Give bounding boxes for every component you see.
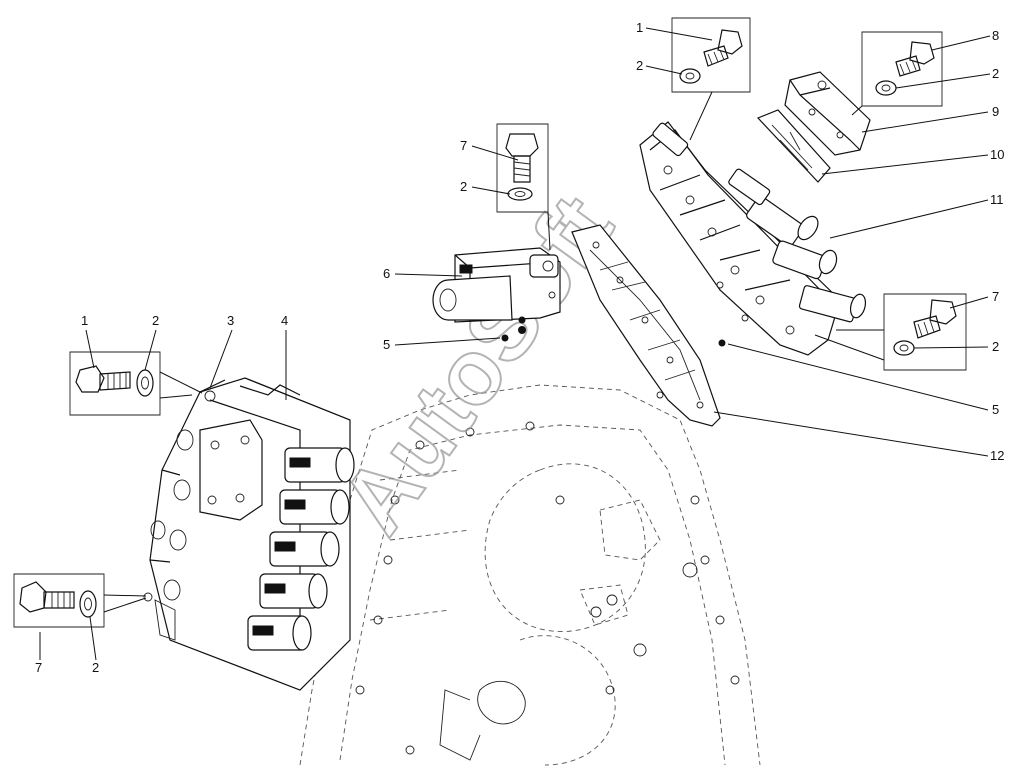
callout-label: 2: [992, 66, 999, 81]
bolt-icon: [895, 41, 935, 77]
callout-label: 1: [636, 20, 643, 35]
housing-bolt-holes: [355, 421, 740, 755]
callout-label: 8: [992, 28, 999, 43]
callout-label: 7: [992, 289, 999, 304]
separator-plate-12: [571, 224, 721, 427]
o-ring-seal-5c: [518, 316, 526, 324]
o-ring-seal-5d: [718, 339, 726, 347]
bolt-icon: [505, 133, 539, 183]
bolt-icon: [703, 29, 743, 67]
washer-icon: [875, 80, 897, 96]
callout-label: 2: [460, 179, 467, 194]
callout-label: 4: [281, 313, 288, 328]
bolt-icon: [19, 581, 75, 613]
callout-label: 2: [992, 339, 999, 354]
leader-lines: [39, 27, 991, 661]
callout-label: 7: [35, 660, 42, 675]
washer-icon: [893, 340, 915, 356]
callout-label: 5: [992, 402, 999, 417]
callout-label: 11: [990, 192, 1004, 207]
washer-icon: [507, 187, 533, 201]
callout-label: 6: [383, 266, 390, 281]
callout-label: 2: [92, 660, 99, 675]
inset-bolt-washer-top-right: [861, 31, 943, 107]
bolt-icon: [75, 365, 131, 393]
solenoid-valve-block: [143, 377, 355, 691]
inset-bolt-washer-left: [69, 351, 161, 416]
callout-label: 5: [383, 337, 390, 352]
solenoid-coils: [247, 447, 355, 651]
o-ring-seal-5b: [518, 326, 526, 334]
washer-icon: [679, 68, 701, 84]
inset-bolt-washer-top: [671, 17, 751, 93]
callout-label: 10: [990, 147, 1004, 162]
callout-labels: 1 2 8 2 9 10 11 7 2 5 12 7 2 6 5 1 2 3 4…: [35, 20, 1004, 675]
valve-body-assembly: [639, 121, 867, 356]
callout-label: 12: [990, 448, 1004, 463]
callout-label: 3: [227, 313, 234, 328]
callout-label: 9: [992, 104, 999, 119]
callout-label: 2: [636, 58, 643, 73]
inset-bolt-washer-bottom-left: [13, 573, 105, 628]
washer-icon: [79, 590, 97, 618]
solenoid-block-9: [784, 71, 871, 156]
bolt-icon: [913, 299, 957, 339]
callout-label: 1: [81, 313, 88, 328]
inset-bolt-washer-right: [883, 293, 967, 371]
washer-icon: [136, 369, 154, 397]
o-ring-seal-5a: [501, 334, 509, 342]
callout-label: 2: [152, 313, 159, 328]
callout-label: 7: [460, 138, 467, 153]
gasket-10: [756, 109, 831, 183]
solenoid-valve-6: [432, 247, 561, 323]
